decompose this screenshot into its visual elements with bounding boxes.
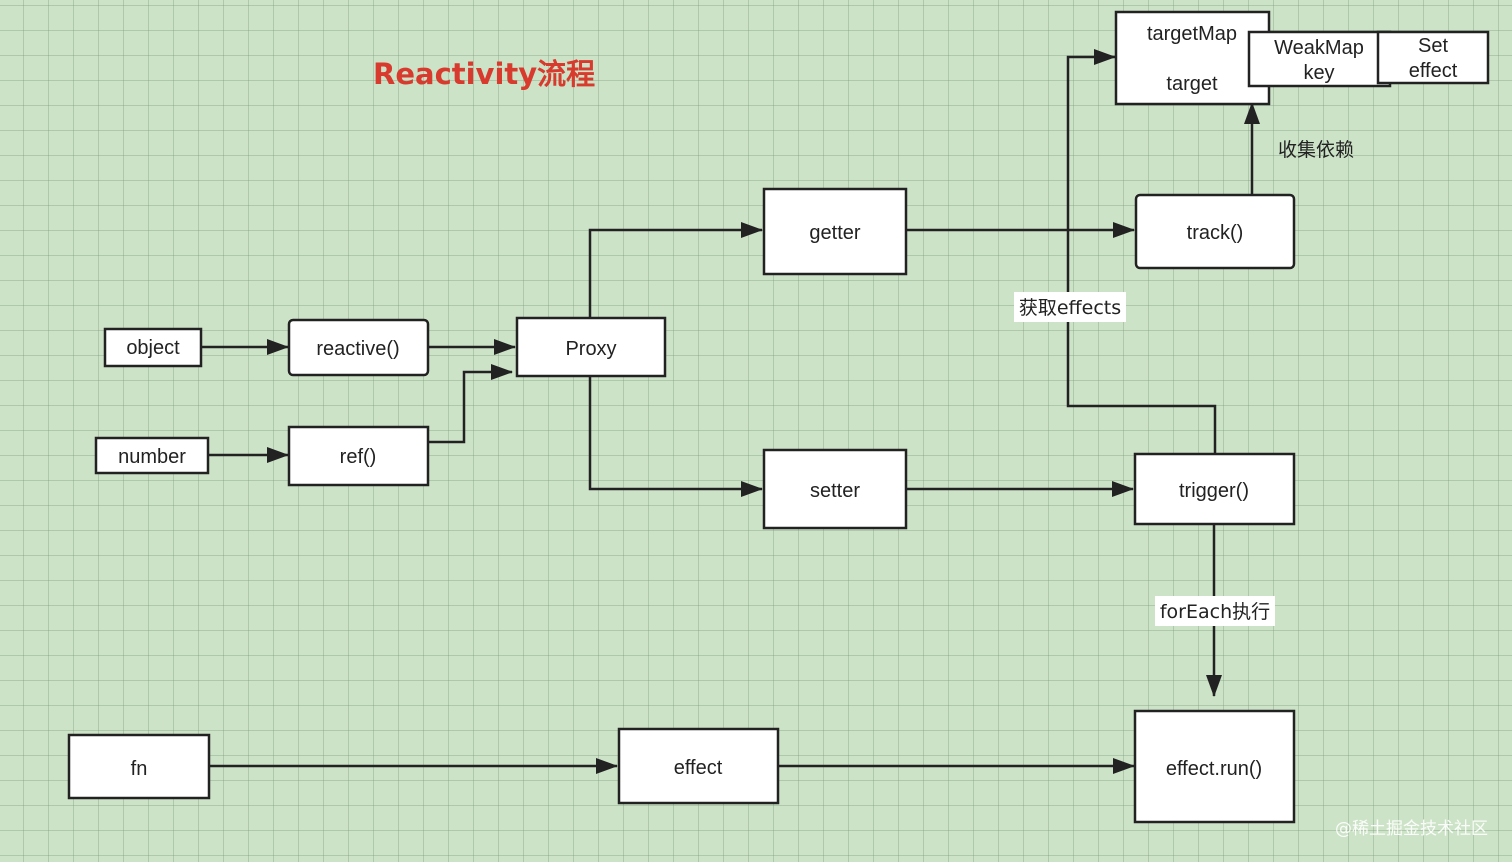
node-effect-run-label: effect.run() — [1166, 758, 1262, 780]
node-ref: ref() — [287, 425, 430, 487]
edge-label-get-effects: 获取effects — [1014, 292, 1126, 322]
collect-deps-label: 收集依赖 — [1278, 139, 1354, 161]
key-label: key — [1303, 62, 1334, 84]
node-getter-label: getter — [809, 222, 860, 244]
foreach-run-label: forEach执行 — [1160, 601, 1270, 623]
node-fn-label: fn — [131, 758, 148, 780]
node-track: track() — [1134, 193, 1296, 270]
node-object: object — [103, 327, 203, 368]
node-effect-run: effect.run() — [1133, 709, 1296, 824]
node-trigger: trigger() — [1133, 452, 1296, 526]
diagram-title: Reactivity流程 — [373, 57, 595, 91]
set-label: Set — [1418, 35, 1448, 57]
node-targetmap: targetMap target — [1114, 10, 1271, 106]
node-setter: setter — [762, 448, 908, 530]
node-effect-label: effect — [674, 757, 723, 779]
node-fn: fn — [67, 733, 211, 800]
targetmap-label: targetMap — [1147, 23, 1237, 45]
foreach-run-label-bg — [1155, 596, 1275, 626]
node-number: number — [94, 436, 210, 475]
node-object-label: object — [126, 337, 180, 359]
arrow-trigger-to-targetmap — [1066, 49, 1217, 455]
get-effects-label: 获取effects — [1019, 297, 1121, 319]
node-weakmap: WeakMap key — [1247, 30, 1392, 88]
watermark: @稀土掘金技术社区 — [1335, 819, 1488, 839]
node-trigger-label: trigger() — [1179, 480, 1249, 502]
node-number-label: number — [118, 446, 186, 468]
set-effect-label: effect — [1409, 60, 1458, 82]
node-set: Set effect — [1376, 30, 1490, 85]
get-effects-label-bg — [1014, 292, 1126, 322]
node-reactive-label: reactive() — [316, 338, 399, 360]
arrow-proxy-to-setter — [588, 376, 763, 497]
node-proxy-label: Proxy — [565, 338, 616, 360]
arrow-proxy-to-getter — [588, 222, 763, 318]
node-proxy: Proxy — [515, 316, 667, 378]
arrow-ref-to-proxy — [428, 364, 513, 444]
node-ref-label: ref() — [340, 446, 377, 468]
node-track-label: track() — [1187, 222, 1244, 244]
weakmap-label: WeakMap — [1274, 37, 1364, 59]
node-reactive: reactive() — [287, 318, 430, 377]
node-getter: getter — [762, 187, 908, 276]
node-effect: effect — [617, 727, 780, 805]
target-label: target — [1166, 73, 1218, 95]
edge-label-foreach-run: forEach执行 — [1155, 596, 1275, 626]
edge-label-collect-deps: 收集依赖 — [1278, 139, 1354, 161]
node-setter-label: setter — [810, 480, 860, 502]
connectors — [201, 49, 1260, 774]
